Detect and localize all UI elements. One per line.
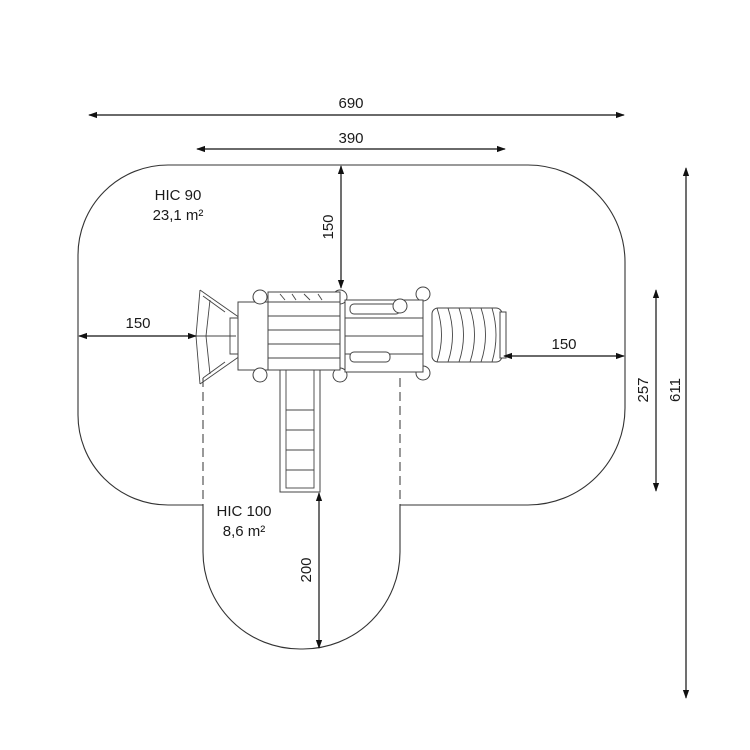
spiral-tube — [431, 307, 507, 363]
dim-label-top-clearance: 150 — [320, 214, 337, 239]
dim-label-right-clearance: 150 — [551, 336, 576, 353]
dim-label-overall-height: 611 — [667, 378, 684, 402]
zone-slide-area-label: 8,6 m² — [223, 523, 266, 540]
zone-main-area-label: 23,1 m² — [153, 207, 204, 224]
safety-zone-outline — [77, 164, 626, 650]
slide — [279, 369, 321, 493]
post — [415, 286, 431, 302]
zone-main-hic-label: HIC 90 — [155, 187, 202, 204]
dim-label-overall-width: 690 — [338, 95, 363, 112]
climbing-net — [195, 289, 241, 385]
post — [252, 367, 268, 383]
zone-slide-hic-label: HIC 100 — [216, 503, 271, 520]
dim-label-left-clearance: 150 — [125, 315, 150, 332]
post — [252, 289, 268, 305]
dim-label-slide-clearance: 200 — [298, 557, 315, 582]
dim-label-structure-width: 390 — [338, 130, 363, 147]
play-structure — [195, 286, 507, 493]
dim-label-inner-height: 257 — [635, 377, 652, 402]
